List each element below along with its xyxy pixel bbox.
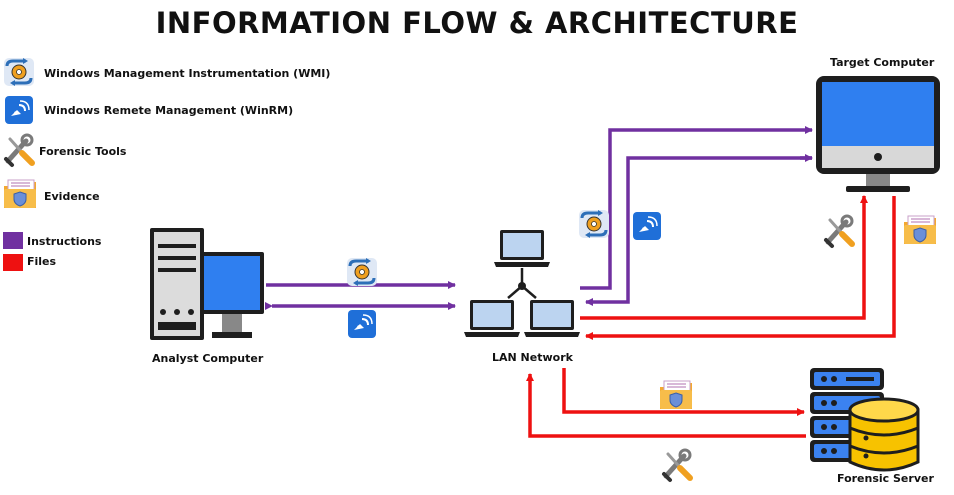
forensic-server-icon: [810, 368, 920, 472]
winrm-icon: [632, 211, 662, 241]
legend-tools-label: Forensic Tools: [39, 145, 127, 158]
evidence-folder-icon: [659, 380, 693, 410]
legend-wmi-label: Windows Management Instrumentation (WMI): [44, 67, 331, 80]
wmi-gear-icon: [2, 56, 36, 88]
legend-instructions-label: Instructions: [27, 235, 102, 248]
instructions-swatch: [3, 232, 23, 249]
evidence-folder-icon: [3, 179, 37, 209]
server-to-lan-files-arrow: [526, 373, 806, 438]
wrench-screwdriver-icon: [6, 135, 32, 165]
target-computer-label: Target Computer: [830, 56, 935, 69]
lan-network-label: LAN Network: [492, 351, 573, 364]
forensic-server-label: Forensic Server: [837, 472, 934, 485]
wrench-screwdriver-icon: [664, 450, 690, 480]
lan-to-server-files-arrow: [562, 368, 805, 416]
legend-evidence-label: Evidence: [44, 190, 100, 203]
winrm-icon: [4, 95, 34, 125]
target-to-lan-instructions-arrow: [585, 156, 812, 306]
wmi-gear-icon: [345, 256, 379, 288]
legend-files-label: Files: [27, 255, 57, 268]
target-computer-icon: [816, 76, 940, 192]
analyst-computer-icon: [150, 228, 264, 340]
legend-winrm-label: Windows Remete Management (WinRM): [44, 104, 294, 117]
lan-network-icon: [464, 230, 580, 337]
lan-to-target-files-arrow: [580, 195, 868, 320]
wrench-screwdriver-icon: [826, 216, 852, 246]
files-swatch: [3, 254, 23, 271]
winrm-icon: [347, 309, 377, 339]
target-to-lan-files-arrow: [585, 196, 896, 340]
analyst-computer-label: Analyst Computer: [152, 352, 264, 365]
wmi-gear-icon: [577, 208, 611, 240]
evidence-folder-icon: [903, 215, 937, 245]
page-title: INFORMATION FLOW & ARCHITECTURE: [155, 6, 799, 40]
lan-to-target-instructions-arrow: [580, 126, 813, 290]
